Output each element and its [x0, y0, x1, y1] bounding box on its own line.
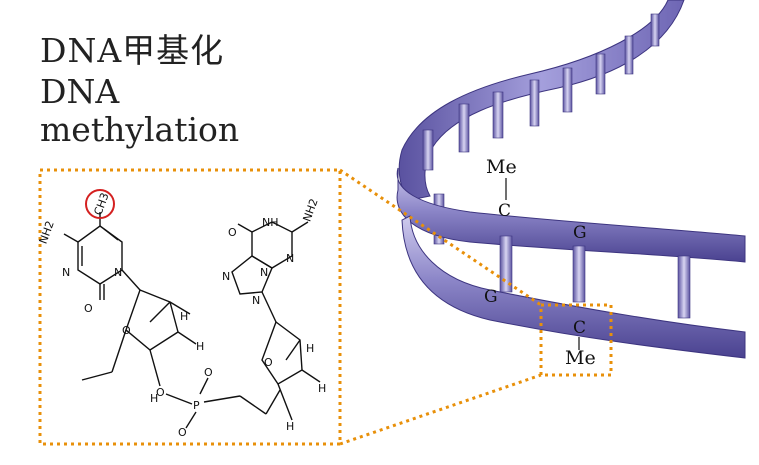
atom-n-5: N — [222, 270, 230, 283]
methyl-circle — [85, 189, 115, 219]
atom-n-6: N — [252, 294, 260, 307]
atom-h-1: H — [180, 310, 188, 323]
guanine-amine-label: NH2 — [300, 197, 320, 224]
helix-strand-back — [398, 0, 685, 201]
helix-strand-front-bottom — [401, 215, 746, 359]
chemical-structure — [63, 189, 321, 429]
atom-o-1: O — [84, 302, 93, 315]
helix-strand-front-top — [396, 167, 746, 263]
title-chinese: DNA甲基化 — [40, 31, 225, 70]
atom-p: P — [193, 399, 200, 412]
zoom-box-small — [539, 303, 613, 377]
atom-n-4: N — [260, 266, 268, 279]
sugar-ring-2 — [261, 320, 303, 385]
atom-o-4: O — [204, 366, 213, 379]
guanine-oxygen: O — [228, 226, 237, 239]
guanine-nh: NH — [262, 216, 279, 229]
atom-n-2: N — [114, 266, 122, 279]
chemical-labels: CH3 NH2 N N O O H H H O P O O O NH NH2 N… — [37, 191, 327, 439]
atom-o-6: O — [264, 356, 273, 369]
atom-o-3: O — [156, 386, 165, 399]
atom-o-2: O — [122, 324, 131, 337]
zoom-callout — [38, 168, 613, 446]
atom-h-6: H — [286, 420, 294, 433]
label-g-left: G — [484, 287, 498, 307]
atom-n-1: N — [62, 266, 70, 279]
label-me-top: Me — [486, 156, 517, 178]
title-english-line2: methylation — [40, 110, 240, 149]
helix-labels: Me C G G C Me — [484, 156, 596, 369]
atom-h-3: H — [150, 392, 158, 405]
label-c-bottom: C — [573, 318, 586, 338]
label-g-right: G — [573, 223, 587, 243]
dna-helix — [396, 0, 746, 359]
zoom-line-bottom — [339, 373, 542, 446]
title-english-line1: DNA — [40, 72, 120, 111]
guanine-ring-5 — [231, 255, 273, 295]
atom-h-5: H — [318, 382, 326, 395]
zoom-box-large — [38, 168, 342, 446]
helix-rungs-lower — [499, 235, 691, 319]
zoom-line-top — [339, 168, 542, 307]
label-c-top: C — [498, 201, 511, 221]
atom-n-3: N — [286, 252, 294, 265]
atom-h-2: H — [196, 340, 204, 353]
atom-h-4: H — [306, 342, 314, 355]
label-me-bottom: Me — [565, 347, 596, 369]
sugar-ring-1 — [125, 289, 179, 351]
atom-o-5: O — [178, 426, 187, 439]
methyl-label: CH3 — [92, 191, 112, 217]
